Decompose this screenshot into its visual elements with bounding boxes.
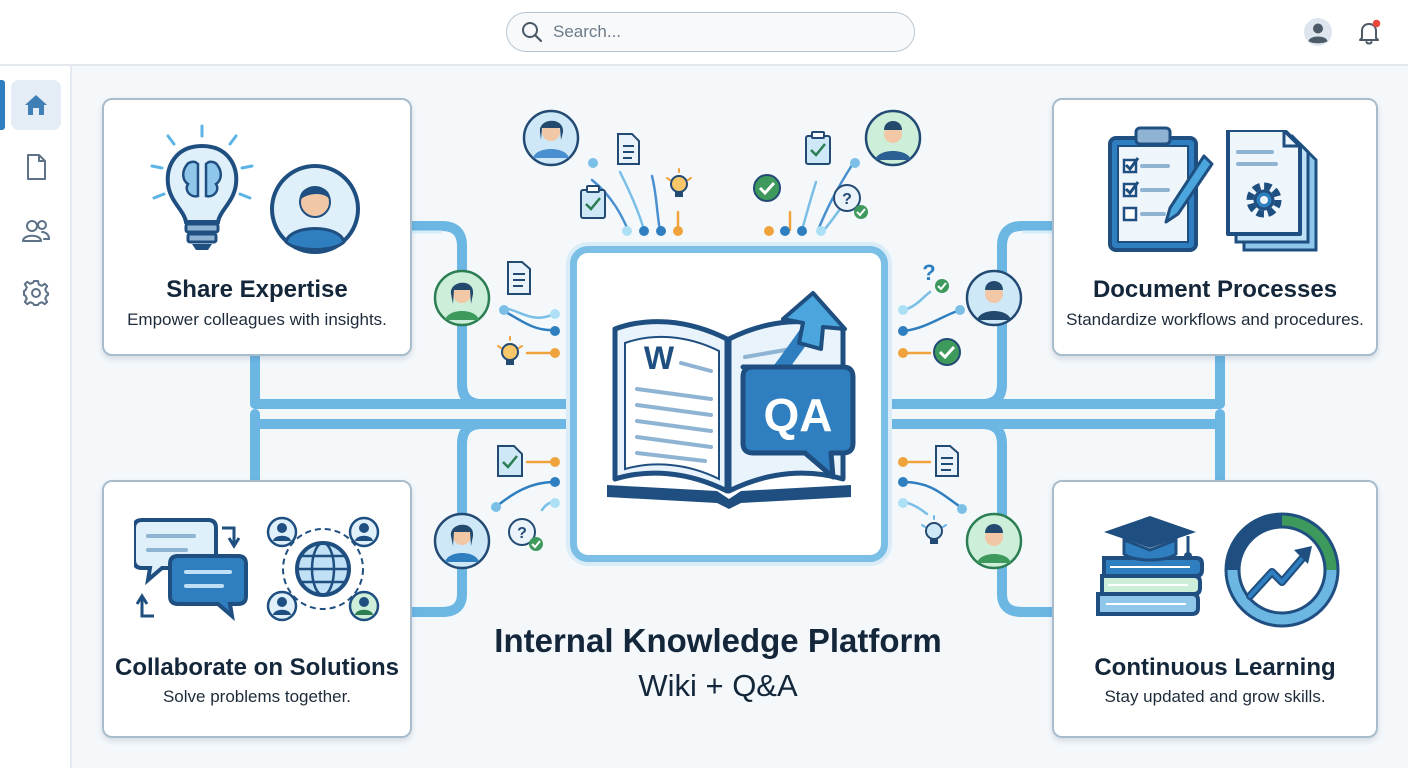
svg-text:?: ? bbox=[517, 525, 527, 542]
card-document-subtitle: Standardize workflows and procedures. bbox=[1066, 310, 1364, 329]
sidebar-active-indicator bbox=[0, 80, 5, 130]
card-document-processes[interactable]: Document Processes Standardize workflows… bbox=[1052, 98, 1378, 356]
lightbulb-icon-lower-right bbox=[921, 515, 947, 544]
lightbulb-icon-top bbox=[666, 168, 692, 197]
check-bubble-icon-top bbox=[753, 174, 781, 202]
card-document-title: Document Processes bbox=[1092, 276, 1338, 303]
expert-avatar-icon bbox=[270, 164, 360, 254]
check-bubble-icon-right bbox=[933, 338, 961, 366]
svg-text:W: W bbox=[644, 340, 675, 376]
svg-text:?: ? bbox=[922, 260, 935, 285]
search-box[interactable] bbox=[506, 12, 915, 52]
card-collaborate[interactable]: Collaborate on Solutions Solve problems … bbox=[102, 480, 412, 738]
platform-title: Internal Knowledge Platform bbox=[494, 622, 942, 659]
svg-text:?: ? bbox=[842, 191, 852, 208]
notification-bell-icon bbox=[1359, 19, 1381, 45]
question-check-icon-top: ? bbox=[833, 184, 868, 219]
avatar-top-right bbox=[864, 109, 922, 167]
books-graduation-cap-icon bbox=[1096, 516, 1204, 616]
user-avatar-icon bbox=[1304, 18, 1332, 46]
wiki-qa-book-icon: W QA bbox=[607, 291, 856, 509]
gear-icon bbox=[23, 280, 49, 306]
lightbulb-icon-left bbox=[497, 336, 523, 365]
global-network-icon bbox=[266, 516, 380, 622]
platform-subtitle: Wiki + Q&A bbox=[638, 668, 798, 703]
card-share-subtitle: Empower colleagues with insights. bbox=[127, 310, 387, 329]
clipboard-checklist-icon bbox=[1108, 126, 1214, 252]
document-gear-icon bbox=[1226, 130, 1318, 252]
sidebar-item-settings[interactable] bbox=[11, 268, 61, 318]
connector-network: ? ? ? bbox=[250, 109, 1225, 617]
sidebar-item-documents[interactable] bbox=[11, 142, 61, 192]
search-input[interactable] bbox=[553, 22, 883, 42]
avatar-right-lower bbox=[965, 512, 1023, 570]
lightbulb-brain-icon bbox=[150, 124, 254, 250]
avatar-left-lower bbox=[433, 512, 491, 570]
card-share-expertise[interactable]: Share Expertise Empower colleagues with … bbox=[102, 98, 412, 356]
clipboard-check-icon-lower-left bbox=[497, 445, 523, 477]
clipboard-check-icon-top-left bbox=[580, 185, 606, 219]
question-check-icon-right: ? bbox=[922, 260, 949, 293]
doc-icon-top bbox=[617, 133, 640, 165]
top-bar bbox=[0, 0, 1408, 66]
search-icon bbox=[522, 22, 543, 43]
card-collaborate-title: Collaborate on Solutions bbox=[114, 654, 399, 681]
doc-icon-lower-right bbox=[935, 445, 959, 477]
card-share-title: Share Expertise bbox=[166, 276, 348, 303]
avatar-left-upper bbox=[433, 269, 491, 327]
main-canvas: ? ? ? bbox=[72, 66, 1408, 768]
knowledge-hub-card: W QA bbox=[570, 246, 888, 562]
chat-bubbles-icon bbox=[134, 518, 248, 622]
question-check-icon-lower-left: ? bbox=[508, 518, 543, 551]
avatar-right-upper bbox=[965, 269, 1023, 327]
card-learning-subtitle: Stay updated and grow skills. bbox=[1104, 687, 1326, 706]
user-avatar-button[interactable] bbox=[1302, 16, 1334, 48]
card-collaborate-subtitle: Solve problems together. bbox=[162, 687, 352, 706]
sidebar-item-people[interactable] bbox=[11, 206, 61, 256]
document-icon bbox=[27, 154, 46, 180]
svg-text:QA: QA bbox=[764, 389, 833, 441]
growth-chart-icon bbox=[1224, 512, 1340, 628]
card-continuous-learning[interactable]: Continuous Learning Stay updated and gro… bbox=[1052, 480, 1378, 738]
avatar-top-left bbox=[522, 109, 580, 167]
doc-icon-left bbox=[507, 261, 531, 295]
users-icon bbox=[22, 220, 51, 242]
sidebar bbox=[0, 66, 72, 768]
card-learning-title: Continuous Learning bbox=[1094, 654, 1336, 681]
clipboard-check-icon-top-right bbox=[805, 131, 831, 165]
sidebar-item-home[interactable] bbox=[11, 80, 61, 130]
notifications-button[interactable] bbox=[1353, 16, 1385, 48]
home-icon bbox=[25, 95, 47, 115]
